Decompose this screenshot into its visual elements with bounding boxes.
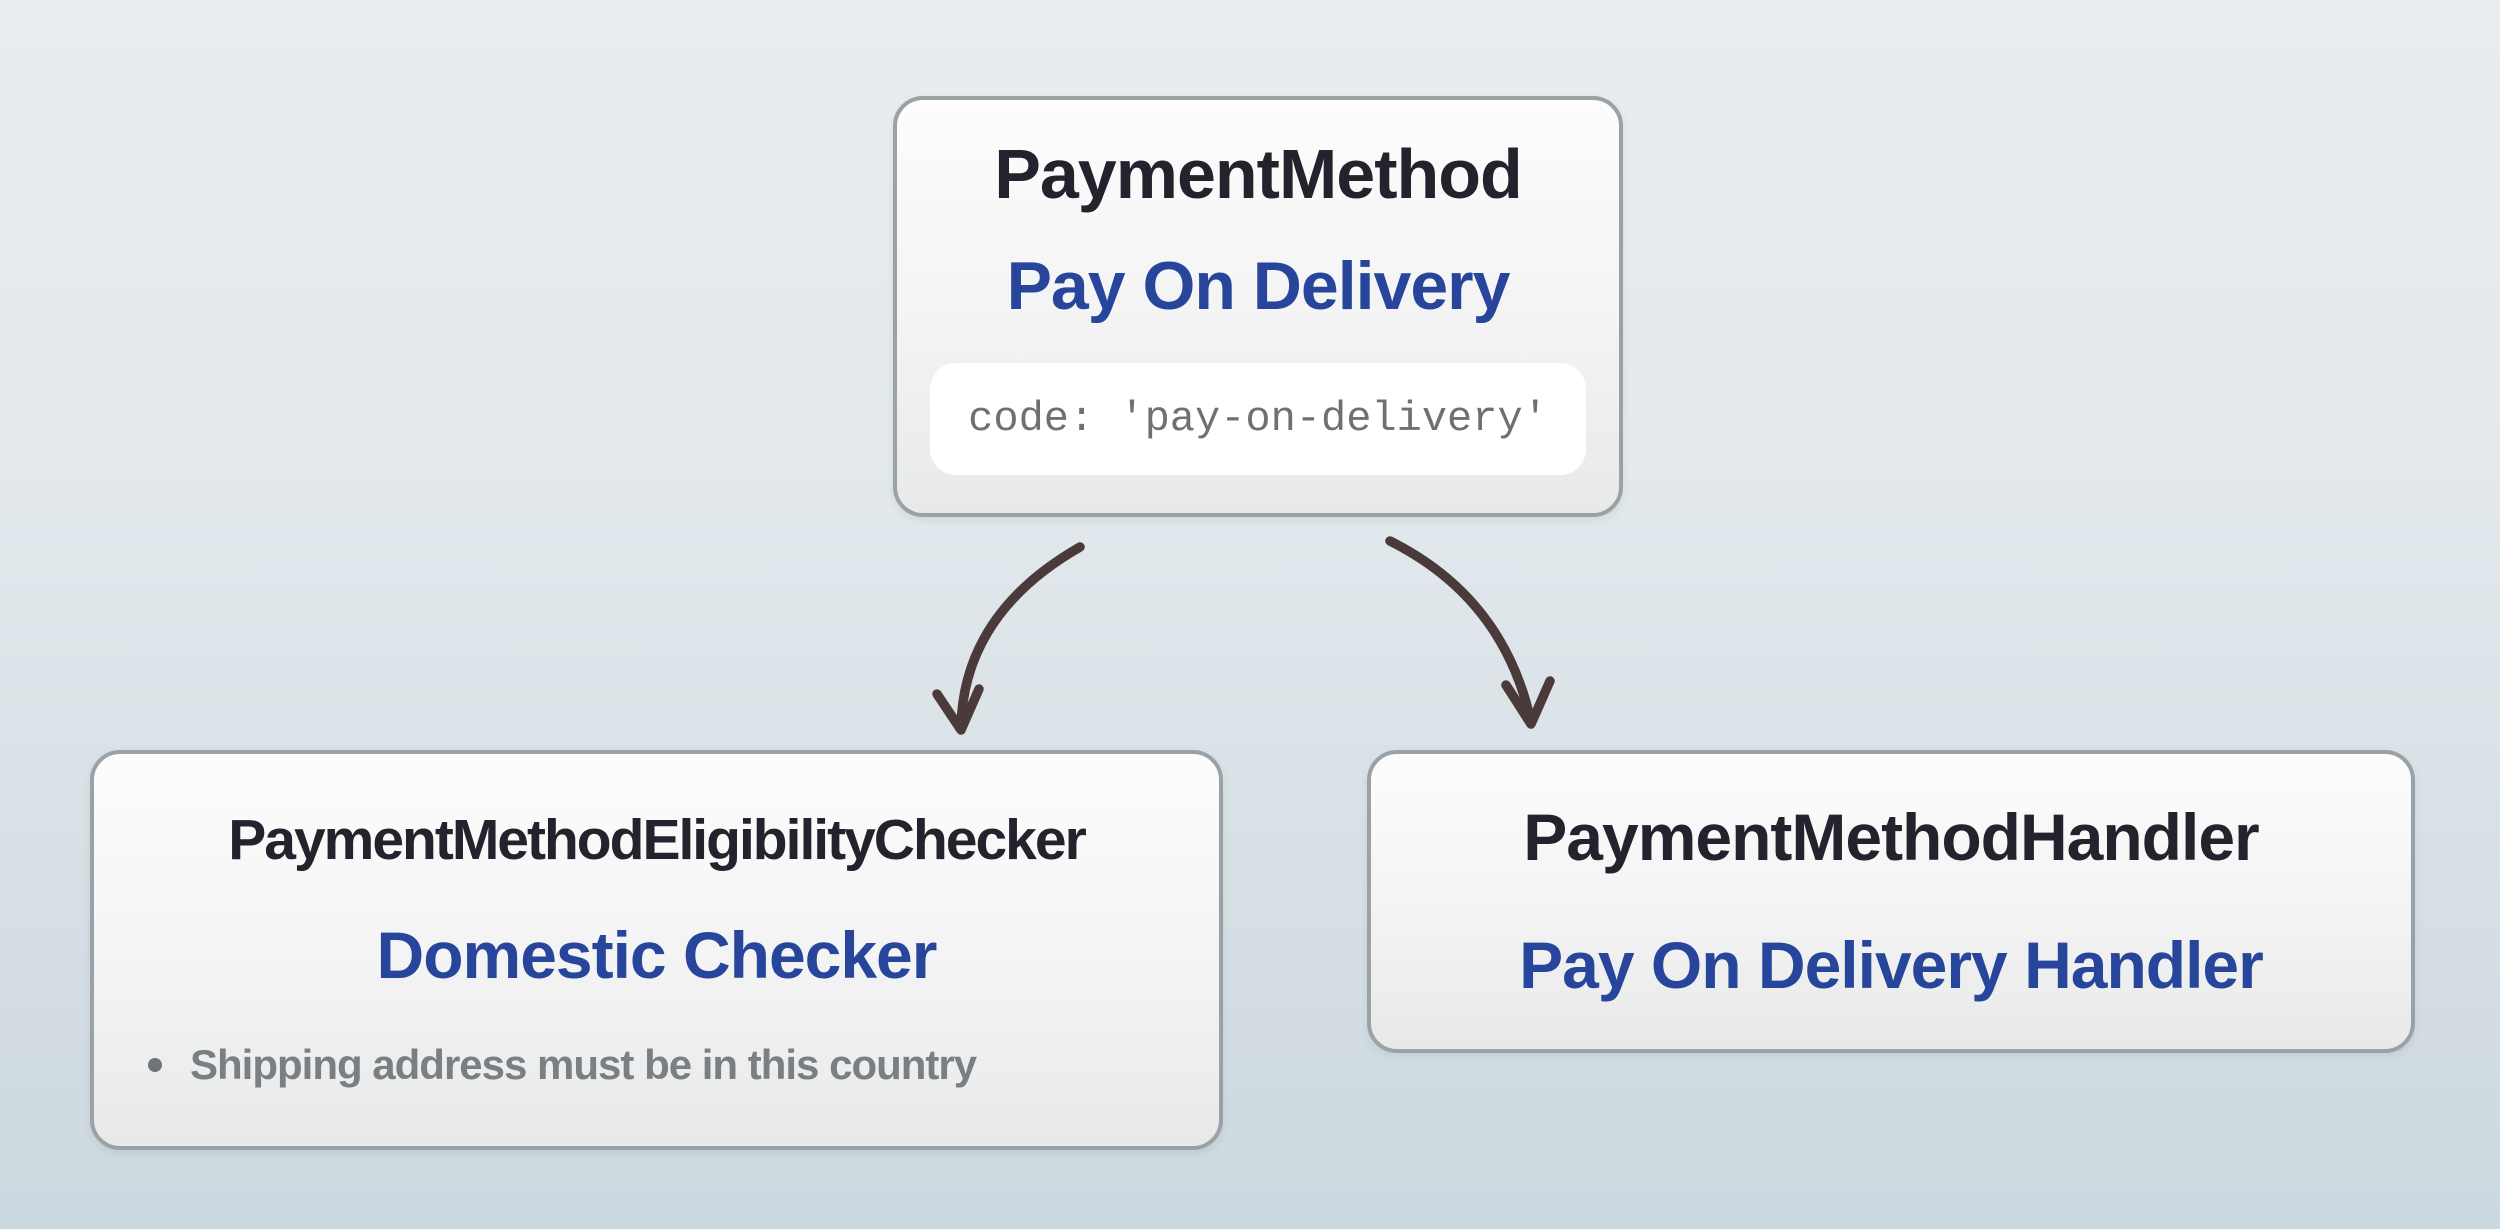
curved-arrow-shaft-right — [1385, 536, 1536, 727]
arrowhead-left — [932, 684, 984, 735]
node-title: PaymentMethodEligibilityChecker — [228, 808, 1087, 873]
bullet-item: Shipping address must be in this country — [134, 1041, 1179, 1089]
node-title: PaymentMethodHandler — [1523, 800, 2259, 875]
edge-payment-method-to-eligibility-checker — [932, 542, 1085, 735]
bullet-text: Shipping address must be in this country — [190, 1040, 977, 1088]
bullet-dot — [148, 1057, 162, 1072]
node-payment-method: PaymentMethod Pay On Delivery code: 'pay… — [893, 96, 1623, 517]
node-eligibility-checker: PaymentMethodEligibilityChecker Domestic… — [90, 750, 1223, 1150]
node-title: PaymentMethod — [994, 134, 1523, 213]
arrowhead-right — [1501, 676, 1555, 729]
curved-arrow-shaft-left — [956, 542, 1085, 733]
node-subtitle: Pay On Delivery — [1006, 248, 1511, 325]
code-badge: code: 'pay-on-delivery' — [930, 362, 1586, 476]
node-subtitle: Pay On Delivery Handler — [1519, 927, 2264, 1002]
node-subtitle: Domestic Checker — [376, 918, 938, 993]
node-handler: PaymentMethodHandler Pay On Delivery Han… — [1367, 750, 2415, 1053]
edge-payment-method-to-handler — [1385, 536, 1555, 729]
